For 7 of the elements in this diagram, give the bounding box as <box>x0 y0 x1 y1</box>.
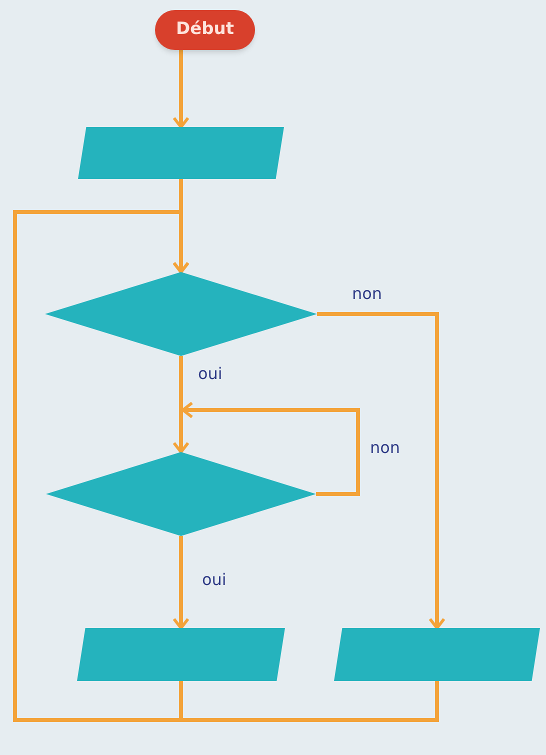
arrow <box>182 402 360 496</box>
arrow <box>172 536 190 630</box>
start-terminal: Début <box>155 10 255 50</box>
arrow <box>172 356 190 454</box>
arrow <box>13 210 439 722</box>
arrow <box>317 312 446 630</box>
arrow <box>172 50 190 128</box>
